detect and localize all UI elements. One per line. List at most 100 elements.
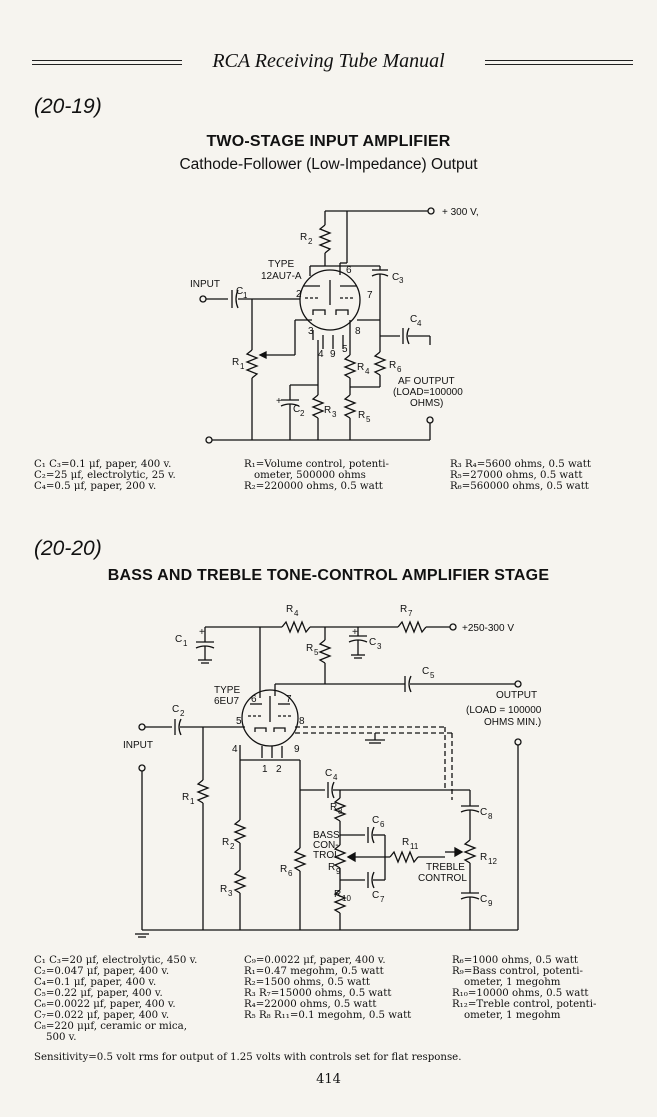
parts-line: R₁=Volume control, potenti- [244, 459, 389, 470]
s1-supply-label: + 300 V, [442, 207, 479, 218]
s2-r4-label: R [286, 604, 293, 615]
s1-c2-label: C [293, 404, 300, 415]
s1-r4-label: R [357, 362, 364, 373]
s1-output-2: (LOAD=100000 [393, 387, 463, 398]
s1-tube-type: TYPE [268, 259, 294, 270]
s1-c3-sub: 3 [399, 276, 404, 285]
section2-title: BASS AND TREBLE TONE-CONTROL AMPLIFIER S… [107, 567, 550, 584]
s1-r2-label: R [300, 232, 307, 243]
s1-r1-label: R [232, 357, 239, 368]
s2-c1-label: C [175, 634, 182, 645]
parts-line: C₆=0.0022 μf, paper, 400 v. [34, 999, 176, 1010]
parts-line: C₇=0.022 μf, paper, 400 v. [34, 1010, 170, 1021]
s2-input-label: INPUT [123, 740, 153, 751]
parts-line: R₆=560000 ohms, 0.5 watt [450, 481, 589, 492]
s1-pin4: 4 [318, 349, 324, 360]
section1-subtitle: Cathode-Follower (Low-Impedance) Output [179, 156, 478, 173]
s2-c4-label: C [325, 768, 332, 779]
parts-line: C₂=25 μf, electrolytic, 25 v. [34, 470, 176, 481]
s1-output-3: OHMS) [410, 398, 443, 409]
s2-r2-sub: 2 [230, 842, 235, 851]
s2-r3-label: R [220, 884, 227, 895]
s1-r6-sub: 6 [397, 365, 402, 374]
s1-pin7: 7 [367, 290, 373, 301]
s1-r4-sub: 4 [365, 367, 370, 376]
section1-parts-col2: R₁=Volume control, potenti- ometer, 5000… [244, 459, 389, 492]
header-title: RCA Receiving Tube Manual [212, 50, 445, 72]
s1-pin9: 9 [330, 349, 336, 360]
s2-c3-sub: 3 [377, 642, 382, 651]
s1-r1-sub: 1 [240, 362, 245, 371]
s2-r11-sub: 11 [410, 842, 419, 851]
parts-line: R₉=Bass control, potenti- [452, 966, 583, 977]
s2-c7-sub: 7 [380, 895, 385, 904]
section2-parts-col3: R₆=1000 ohms, 0.5 watt R₉=Bass control, … [452, 955, 596, 1021]
s2-output-label: OUTPUT [496, 690, 537, 701]
s2-tube-type: TYPE [214, 685, 240, 696]
parts-line: C₄=0.1 μf, paper, 400 v. [34, 977, 157, 988]
s2-r10-label: R [334, 889, 341, 900]
sensitivity-note: Sensitivity=0.5 volt rms for output of 1… [34, 1052, 462, 1063]
parts-line: R₁₂=Treble control, potenti- [452, 999, 597, 1010]
s2-pin2: 2 [276, 764, 282, 775]
s2-r5-sub: 5 [314, 648, 319, 657]
s2-r9-label: R [328, 862, 335, 873]
s1-r3-sub: 3 [332, 410, 337, 419]
s2-c4-sub: 4 [333, 773, 338, 782]
page-number: 414 [316, 1072, 341, 1087]
s1-pin6: 6 [346, 265, 352, 276]
section2-parts-col1: C₁ C₃=20 μf, electrolytic, 450 v. C₂=0.0… [34, 955, 197, 1043]
s2-r7-label: R [400, 604, 407, 615]
s2-c5-label: C [422, 666, 429, 677]
s2-r9-sub: 9 [336, 867, 341, 876]
s2-c6-label: C [372, 815, 379, 826]
s2-c2-label: C [172, 704, 179, 715]
s2-c9-label: C [480, 894, 487, 905]
s2-treble-2: CONTROL [418, 873, 467, 884]
s2-r8-label: R [330, 802, 337, 813]
s2-pin8: 8 [299, 716, 305, 727]
s1-c4-sub: 4 [417, 319, 422, 328]
s2-bass-3: TROL [313, 850, 340, 861]
header-rule-right [485, 60, 633, 65]
s2-pin1: 1 [262, 764, 268, 775]
s2-c2-sub: 2 [180, 709, 185, 718]
parts-line: C₉=0.0022 μf, paper, 400 v. [244, 955, 386, 966]
section2-parts-col2: C₉=0.0022 μf, paper, 400 v. R₁=0.47 mego… [244, 955, 411, 1021]
figure-number-1: (20-19) [34, 95, 102, 118]
s2-pin5: 5 [236, 716, 242, 727]
parts-line: C₂=0.047 μf, paper, 400 v. [34, 966, 170, 977]
s1-pin2: 2 [296, 289, 302, 300]
parts-line: R₂=220000 ohms, 0.5 watt [244, 481, 383, 492]
s2-c1-plus: + [199, 627, 205, 638]
s2-c9-sub: 9 [488, 899, 493, 908]
parts-line: ometer, 1 megohm [464, 977, 561, 988]
s2-r4-sub: 4 [294, 609, 299, 618]
s2-load-2: OHMS MIN.) [484, 717, 541, 728]
s1-r3-label: R [324, 405, 331, 416]
parts-line: C₁ C₃=20 μf, electrolytic, 450 v. [34, 955, 198, 966]
s2-r1-label: R [182, 792, 189, 803]
s2-r2-label: R [222, 837, 229, 848]
s1-c1-label: C [236, 286, 243, 297]
schematic-tone-control-amplifier: R 4 R 7 +250-300 V C 1 + + C 3 R 5 C 5 T… [123, 604, 542, 938]
s2-r8-sub: 8 [338, 807, 343, 816]
s2-bass-2: CON- [313, 840, 339, 851]
header-rule-left [32, 60, 182, 65]
parts-line: R₆=1000 ohms, 0.5 watt [452, 955, 578, 966]
s2-load-1: (LOAD = 100000 [466, 705, 542, 716]
s1-c2-sub: 2 [300, 409, 305, 418]
s2-c7-label: C [372, 890, 379, 901]
s2-c3-plus: + [352, 627, 358, 638]
s2-c3-label: C [369, 637, 376, 648]
figure-number-2: (20-20) [34, 537, 102, 560]
s2-c6-sub: 6 [380, 820, 385, 829]
section1-title: TWO-STAGE INPUT AMPLIFIER [206, 133, 451, 150]
s1-c4-label: C [410, 314, 417, 325]
s2-r5-label: R [306, 643, 313, 654]
parts-line: R₅ R₈ R₁₁=0.1 megohm, 0.5 watt [244, 1010, 412, 1021]
s1-c1-sub: 1 [243, 291, 248, 300]
s2-r11-label: R [402, 837, 409, 848]
s2-r12-sub: 12 [488, 857, 497, 866]
parts-line: R₅=27000 ohms, 0.5 watt [450, 470, 583, 481]
